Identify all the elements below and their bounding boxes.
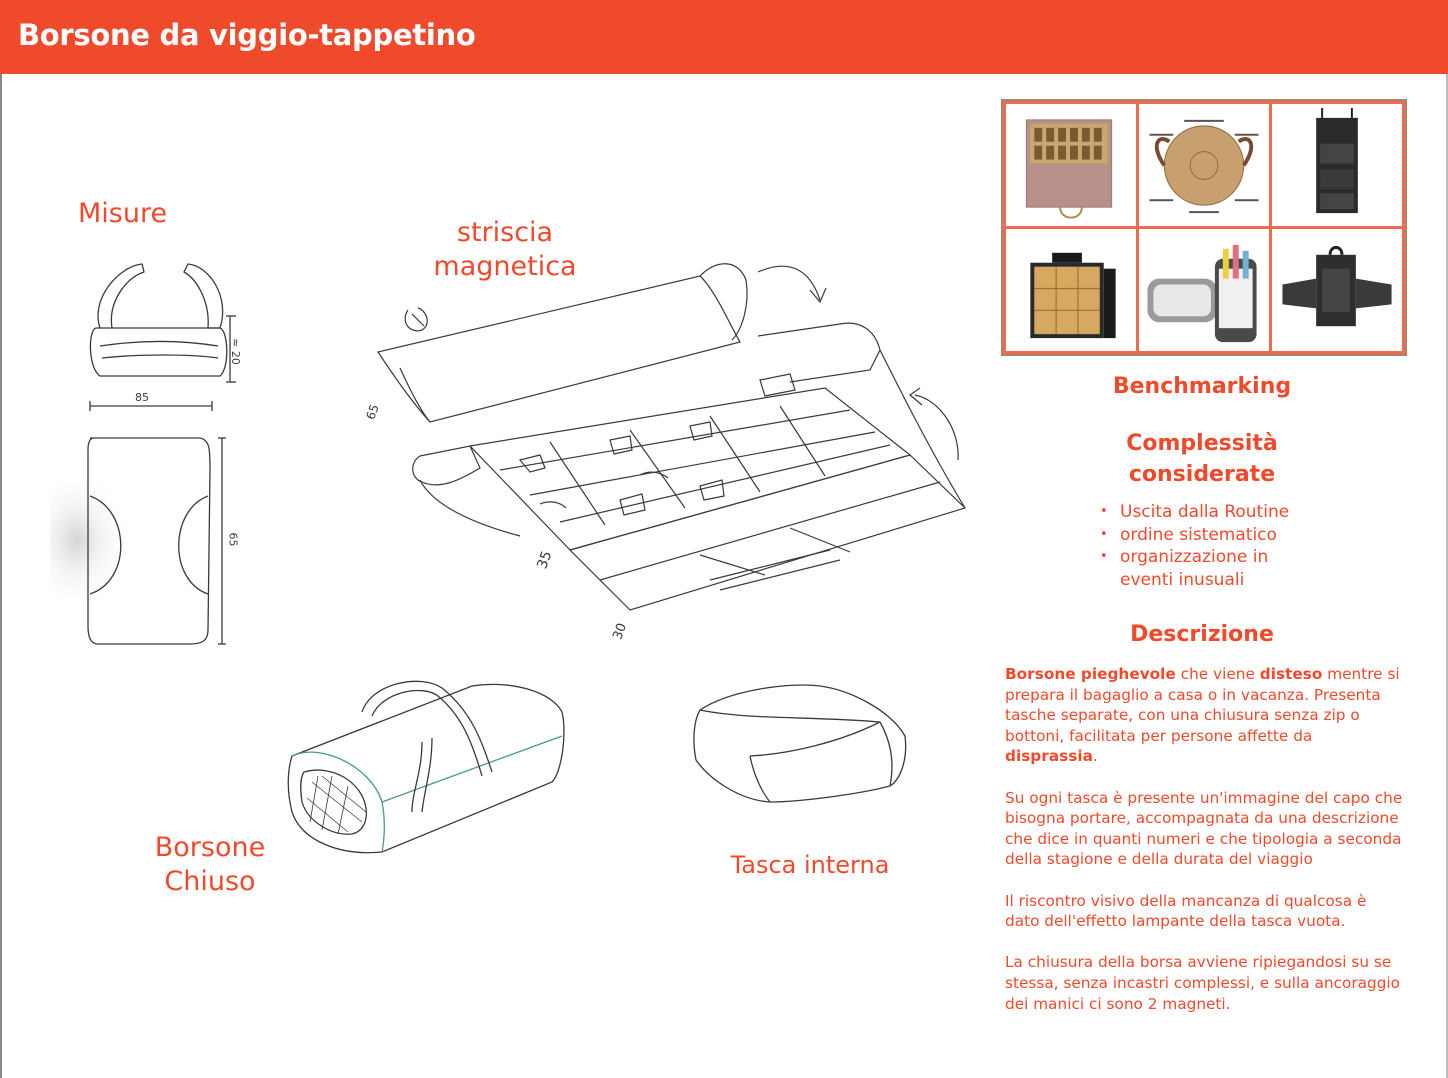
side-view-sketch — [80, 258, 250, 418]
pill-organizer-icon — [1025, 119, 1113, 219]
complessita-list: Uscita dalla Routine ordine sistematico … — [1098, 501, 1320, 591]
descrizione-title: Descrizione — [1130, 622, 1274, 647]
tool-organizer-icon — [1030, 252, 1116, 339]
description-text: Borsone pieghevole che viene disteso men… — [1005, 664, 1405, 1035]
dim-width-label: 85 — [135, 391, 149, 404]
striscia-magnetica-label: striscia magnetica — [433, 217, 577, 282]
borsone-chiuso-label: Borsone Chiuso — [154, 832, 266, 897]
travel-pouch-image — [1139, 229, 1269, 351]
header-bar: Borsone da viggio-tappetino — [0, 0, 1448, 74]
garment-bag-image — [1272, 229, 1402, 351]
tasca-interna-label: Tasca interna — [730, 851, 890, 879]
misure-label: Misure — [78, 198, 168, 229]
description-paragraph-1: Borsone pieghevole che viene disteso men… — [1005, 665, 1400, 766]
list-item: Uscita dalla Routine — [1098, 501, 1320, 524]
closed-bag-sketch — [282, 672, 572, 862]
dim-length-label: 65 — [226, 532, 240, 547]
description-paragraph-4: La chiusura della borsa avviene ripiegan… — [1005, 953, 1401, 1013]
left-border — [0, 74, 2, 1078]
round-bag-icon — [1149, 119, 1259, 214]
benchmarking-title: Benchmarking — [1112, 374, 1292, 399]
page-title: Borsone da viggio-tappetino — [18, 18, 476, 52]
inner-pocket-sketch — [690, 680, 910, 810]
pill-organizer-image — [1006, 104, 1136, 226]
hanging-organizer-image — [1272, 104, 1402, 226]
open-mat-sketch — [370, 250, 970, 660]
round-bag-image — [1139, 104, 1269, 226]
description-paragraph-3: Il riscontro visivo della mancanza di qu… — [1005, 891, 1367, 931]
tool-organizer-image — [1006, 229, 1136, 351]
garment-bag-icon — [1282, 245, 1392, 327]
list-item: ordine sistematico — [1098, 524, 1320, 547]
list-item: organizzazione in eventi inusuali — [1098, 546, 1320, 591]
right-border — [1446, 74, 1448, 1078]
top-view-sketch — [50, 430, 240, 650]
travel-pouch-icon — [1147, 244, 1257, 343]
hanging-organizer-icon — [1316, 107, 1358, 214]
dim-height-label: ≈ 20 — [228, 338, 242, 365]
complessita-title: Complessità considerate — [1126, 431, 1278, 487]
description-paragraph-2: Su ogni tasca è presente un'immagine del… — [1005, 788, 1403, 869]
benchmarking-grid — [1001, 99, 1407, 356]
